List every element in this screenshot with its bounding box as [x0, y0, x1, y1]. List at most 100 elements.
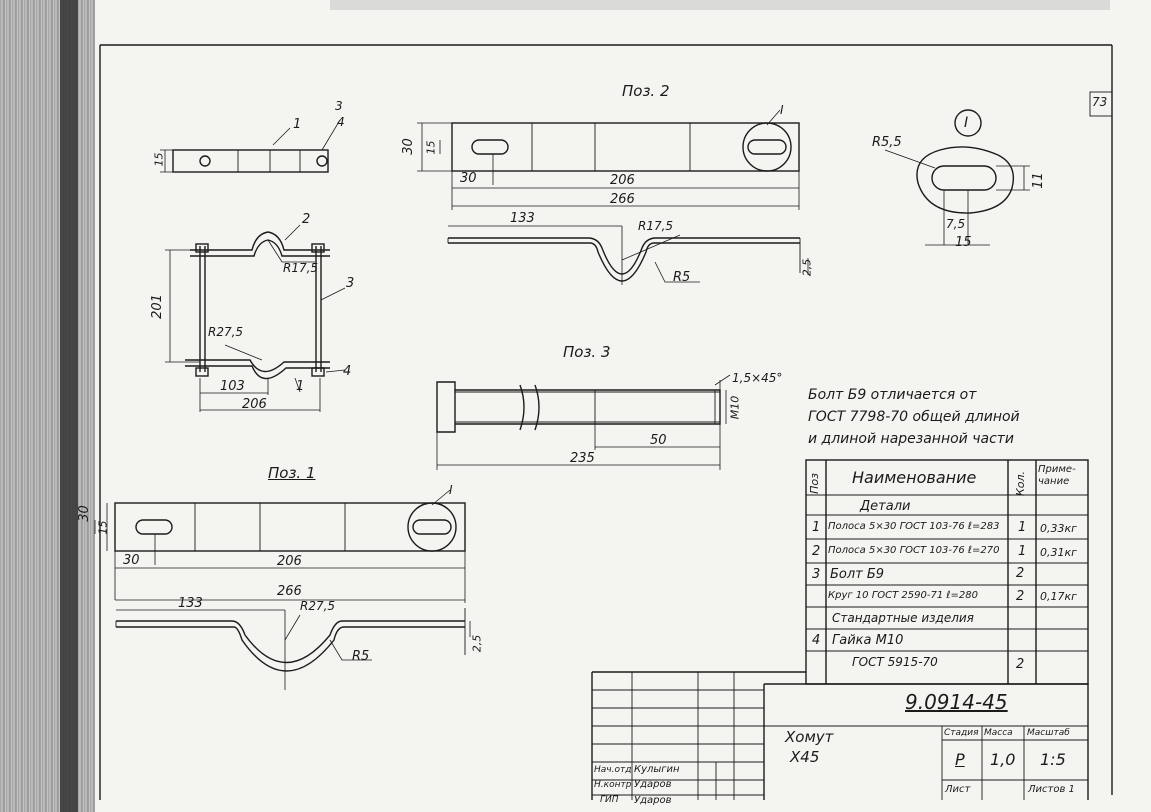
- leader-3-top: 3: [335, 99, 343, 113]
- title-line-2: Х45: [790, 748, 820, 766]
- leader-4-top: 4: [337, 115, 345, 129]
- pos2-side-view: [447, 225, 809, 285]
- leader-2: 2: [302, 212, 311, 227]
- dim-pos3-thread-length: 50: [650, 433, 667, 448]
- scale-value: 1:5: [1040, 750, 1066, 769]
- spec-row-2-name: Полоса 5×30 ГОСТ 103-76 ℓ=270: [828, 545, 1000, 556]
- document-code: 9.0914-45: [905, 690, 1008, 714]
- scale-header: Масштаб: [1027, 728, 1070, 738]
- dim-pos2-radius-minor: R5: [673, 270, 691, 285]
- dim-pos1-offset: 30: [123, 553, 140, 568]
- dim-pos1-height: 30: [76, 505, 92, 522]
- mass-value: 1,0: [990, 750, 1016, 769]
- spec-row-2-pos: 2: [812, 544, 821, 559]
- sig-role-3: ГИП: [600, 795, 619, 805]
- spec-row-1-qty: 1: [1018, 520, 1027, 535]
- spec-row-1-pos: 1: [812, 520, 821, 535]
- dim-pos1-length: 266: [277, 584, 302, 599]
- spec-row-2-note: 0,31кг: [1040, 546, 1077, 559]
- leader-3: 3: [346, 276, 355, 291]
- dim-pos1-radius-major: R27,5: [300, 599, 336, 613]
- spec-row-1-note: 0,33кг: [1040, 522, 1077, 535]
- dim-assembly-width: 206: [242, 397, 267, 412]
- spec-row-0-name: Детали: [860, 499, 911, 514]
- mass-header: Масса: [984, 728, 1013, 738]
- page-number: 73: [1092, 95, 1108, 109]
- drawing-frame: [99, 44, 1113, 800]
- dim-detail-half: 7,5: [946, 217, 966, 231]
- detail-callout-pos1: I: [449, 483, 453, 497]
- dim-assembly-height: 201: [149, 294, 165, 319]
- dim-pos1-radius-minor: R5: [352, 649, 370, 664]
- detail-marker: I: [964, 115, 969, 131]
- leader-1-bottom: 1: [296, 379, 305, 394]
- spec-row-6-pos: 4: [812, 633, 821, 648]
- dim-pos3-length: 235: [570, 451, 595, 466]
- spec-header-qty: Кол.: [1014, 470, 1028, 497]
- dim-assembly-radius-lower: R27,5: [208, 325, 244, 339]
- title-block: [591, 671, 1089, 800]
- spec-header-pos: Поз: [807, 473, 821, 494]
- spec-row-5-name: Стандартные изделия: [832, 611, 974, 625]
- pos1-label: Поз. 1: [268, 464, 316, 482]
- spec-row-1-name: Полоса 5×30 ГОСТ 103-76 ℓ=283: [828, 521, 1000, 532]
- sig-role-1: Нач.отд: [594, 765, 632, 775]
- sheet-label: Лист: [945, 784, 971, 795]
- dim-pos3-thread: M10: [728, 395, 742, 420]
- dim-pos2-length: 266: [610, 192, 635, 207]
- pos2-strip-view: [417, 109, 800, 210]
- dim-detail-length: 15: [955, 235, 972, 250]
- sig-name-2: Ударов: [634, 779, 672, 790]
- leader-4: 4: [343, 364, 352, 379]
- note-line-3: и длиной нарезанной части: [808, 431, 1015, 447]
- assembly-main-view: [165, 224, 346, 412]
- leader-1-top: 1: [293, 117, 302, 132]
- detail-callout-pos2: I: [780, 103, 784, 117]
- sig-name-3: Ударов: [634, 795, 672, 806]
- dim-pos1-hole-distance: 206: [277, 554, 302, 569]
- pos3-label: Поз. 3: [563, 343, 611, 361]
- dim-detail-width: 11: [1030, 172, 1046, 189]
- dim-assembly-radius-upper: R17,5: [283, 261, 319, 275]
- spec-row-4-name: Круг 10 ГОСТ 2590-71 ℓ=280: [828, 590, 978, 601]
- dim-assembly-top-height: 15: [152, 152, 166, 167]
- stage-value: Р: [955, 750, 965, 769]
- dim-detail-radius: R5,5: [872, 135, 902, 150]
- pos1-strip-view: [94, 489, 466, 603]
- sheets-label: Листов 1: [1028, 784, 1075, 795]
- spec-row-4-note: 0,17кг: [1040, 590, 1077, 603]
- spec-row-2-qty: 1: [1018, 544, 1027, 559]
- sig-role-2: Н.контр: [594, 780, 632, 790]
- dim-pos1-thickness: 2,5: [470, 634, 484, 653]
- dim-pos2-slot: 15: [424, 140, 438, 155]
- note-line-2: ГОСТ 7798-70 общей длиной: [808, 409, 1020, 425]
- dim-pos1-slot: 15: [96, 520, 110, 535]
- title-line-1: Хомут: [785, 728, 834, 746]
- spec-row-3-name: Болт Б9: [830, 567, 885, 582]
- scan-binding-shadow: [60, 0, 78, 812]
- assembly-top-view: [160, 119, 341, 173]
- dim-pos2-hole-distance: 206: [610, 173, 635, 188]
- scan-top-shadow: [330, 0, 1110, 10]
- pos1-side-view: [115, 608, 471, 690]
- dim-pos1-bend-offset: 133: [178, 596, 203, 611]
- dim-pos3-chamfer: 1,5×45°: [732, 371, 783, 385]
- stage-header: Стадия: [944, 728, 979, 738]
- spec-row-3-pos: 3: [812, 567, 821, 582]
- note-line-1: Болт Б9 отличается от: [808, 387, 977, 403]
- spec-row-7-qty: 2: [1016, 657, 1025, 672]
- dim-pos2-offset: 30: [460, 171, 477, 186]
- spec-header-note: Приме-чание: [1038, 464, 1076, 487]
- spec-row-4-qty: 2: [1016, 589, 1025, 604]
- dim-assembly-half: 103: [220, 379, 245, 394]
- spec-row-7-name: ГОСТ 5915-70: [852, 655, 938, 669]
- detail-I-view: [884, 109, 1030, 246]
- sig-name-1: Кулыгин: [634, 764, 680, 775]
- spec-row-6-name: Гайка М10: [832, 633, 904, 648]
- dim-pos2-radius-major: R17,5: [638, 219, 674, 233]
- pos2-label: Поз. 2: [622, 82, 670, 100]
- page-number-box: [1089, 91, 1113, 117]
- spec-header-name: Наименование: [852, 468, 977, 487]
